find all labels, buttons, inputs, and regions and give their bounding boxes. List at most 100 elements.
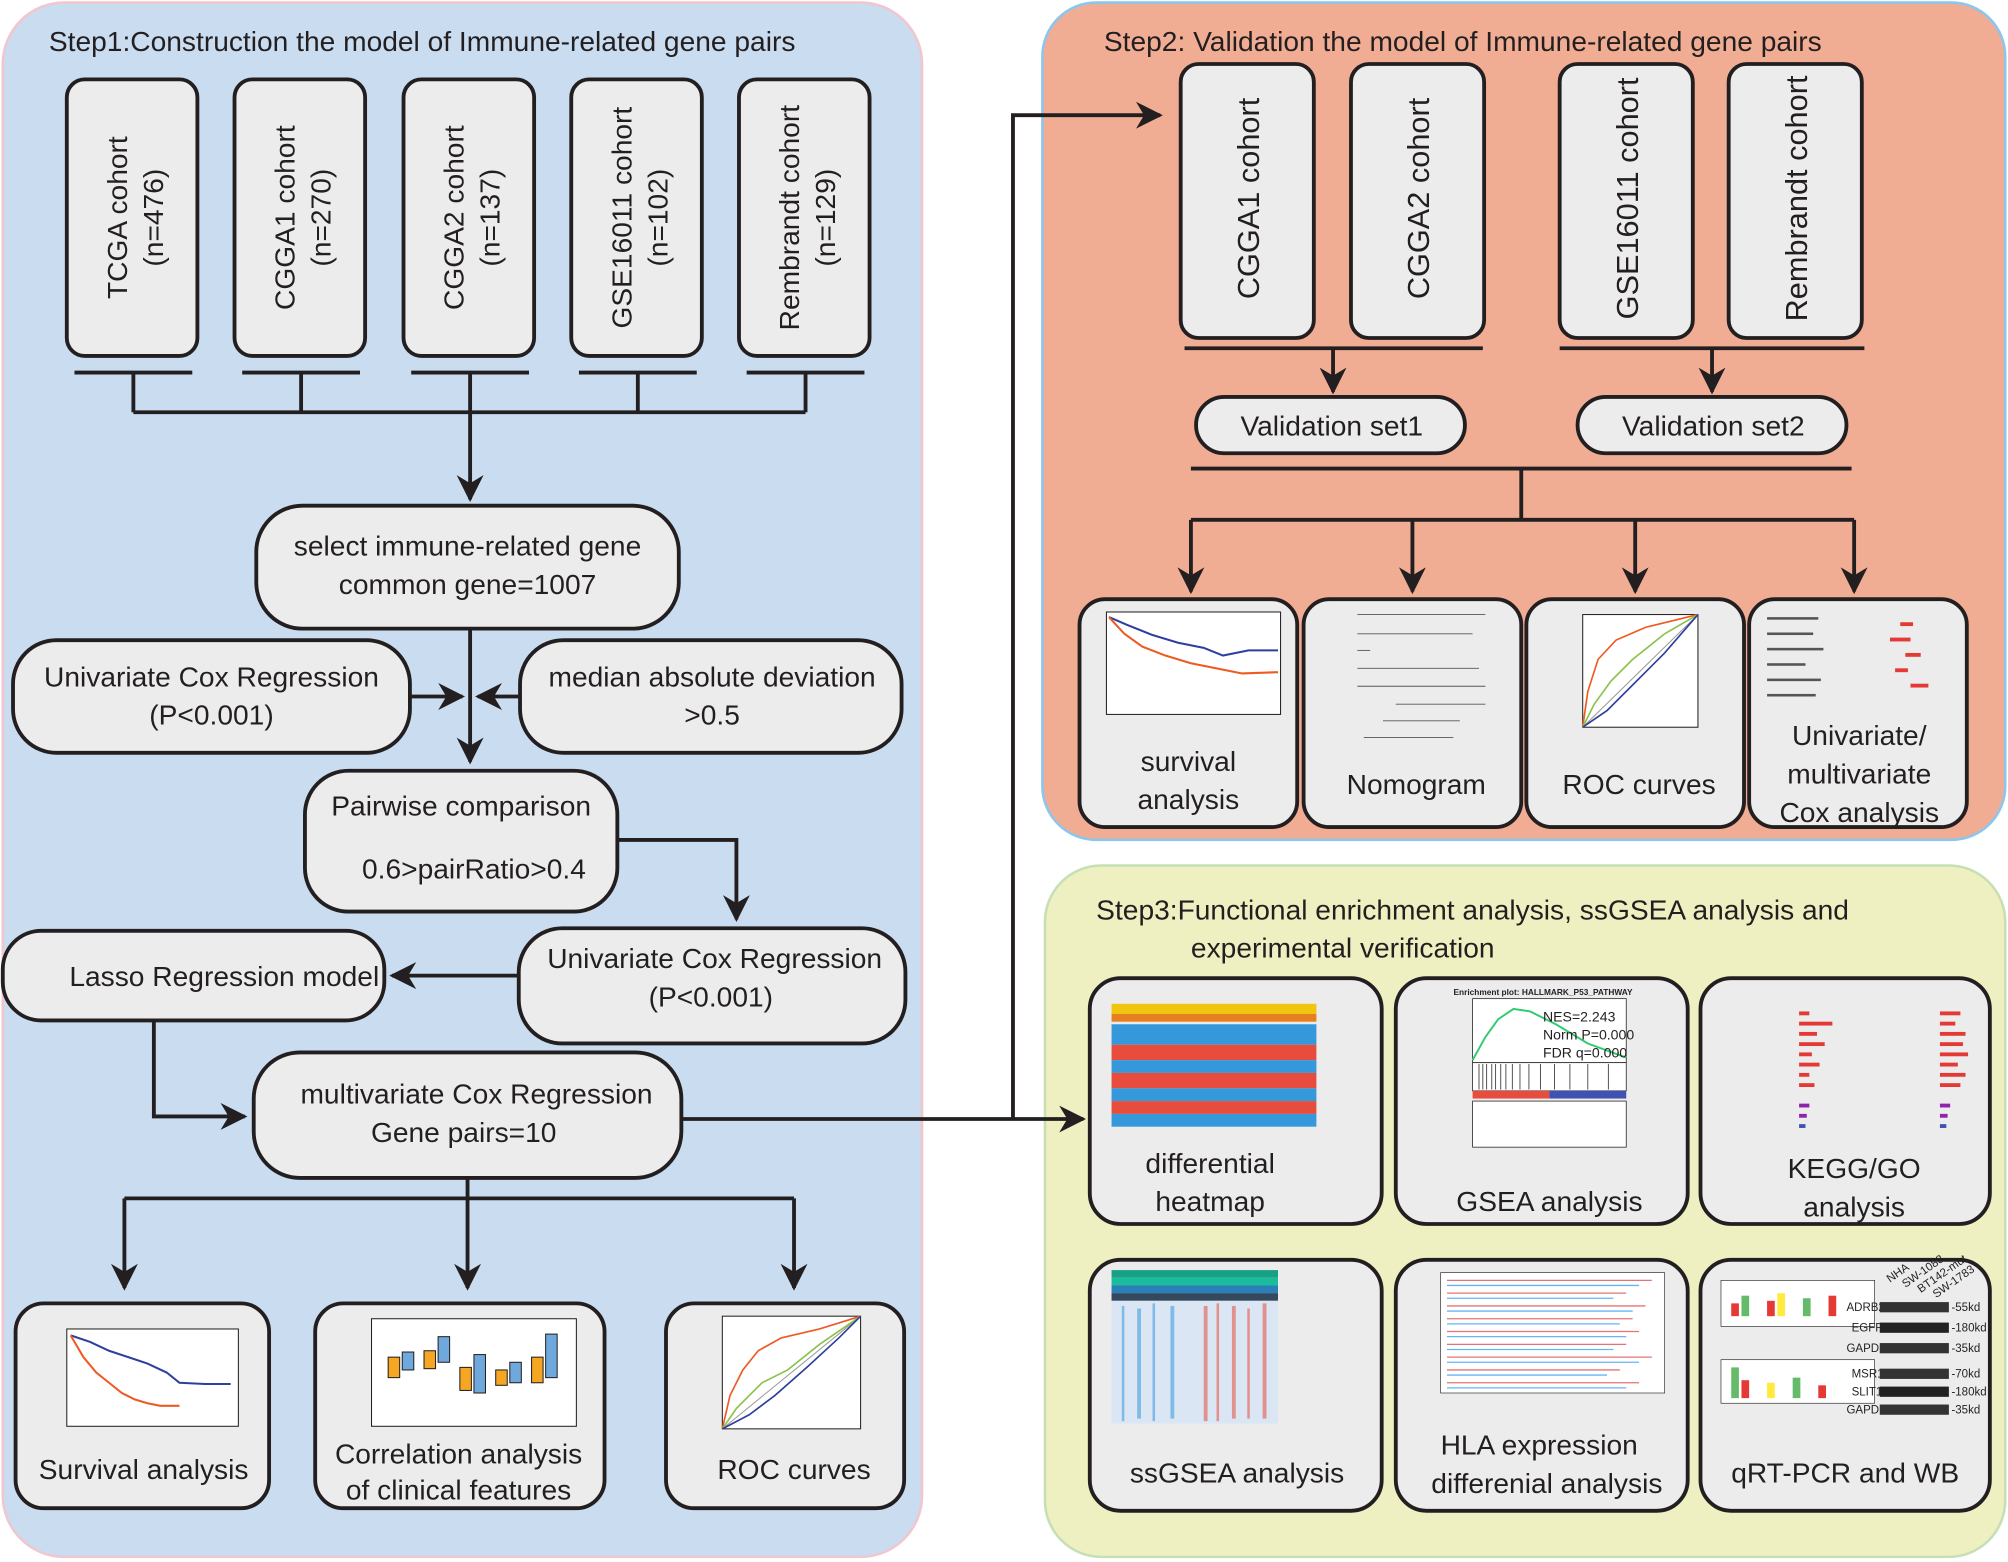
heatmap-line2: heatmap	[1155, 1186, 1265, 1217]
step3-panel: Step3:Functional enrichment analysis, ss…	[1043, 864, 2007, 1559]
gsea-fdr: FDR q=0.000	[1543, 1045, 1627, 1061]
step2-output-connectors	[1177, 466, 1868, 595]
cohort-size: (n=270)	[306, 169, 337, 267]
wb-protein-label: SLIT1	[1852, 1387, 1883, 1399]
gsea-plot-title: Enrichment plot: HALLMARK_P53_PATHWAY	[1453, 987, 1632, 997]
step1-cohort-gse16011: GSE16011 cohort (n=102)	[569, 77, 704, 358]
lasso-label: Lasso Regression model	[69, 961, 379, 992]
uni-cox-1-line1: Univariate Cox Regression	[44, 661, 379, 692]
step2-cox-line1: Univariate/	[1792, 720, 1927, 751]
step3-title-line2: experimental verification	[1191, 933, 1495, 964]
wb-protein-label: GAPDH	[1846, 1404, 1887, 1416]
step1-cohort-rembrandt: Rembrandt cohort (n=129)	[737, 77, 872, 358]
cohort-size: (n=102)	[642, 169, 673, 267]
cohort-name: CGGA1 cohort	[1231, 97, 1266, 299]
univariate-cox-box-1: Univariate Cox Regression (P<0.001)	[11, 638, 412, 755]
pairwise-line1: Pairwise comparison	[331, 791, 591, 822]
multicox-line1: multivariate Cox Regression	[300, 1079, 652, 1110]
cross-panel-arrows	[681, 101, 1163, 1133]
step3-qrt-panel: NHA SW-1088 BT142-mut SW-1783 ADRB2 -55k…	[1698, 1253, 1992, 1513]
pcr-bars	[1720, 1280, 1875, 1404]
step2-cohort-cgga2: CGGA2 cohort	[1349, 62, 1487, 340]
heatmap-line1: differential	[1145, 1148, 1274, 1179]
step2-survival-line2: analysis	[1138, 784, 1240, 815]
wb-size-label: -35kd	[1951, 1404, 1980, 1416]
uni-cox-1-line2: (P<0.001)	[149, 700, 273, 731]
step3-hla-panel: HLA expression differenial analysis	[1393, 1257, 1690, 1513]
cohort-size: (n=137)	[475, 169, 506, 267]
step1-filter-arrows	[409, 628, 521, 765]
cohort-size: (n=129)	[810, 169, 841, 267]
validation-set2-box: Validation set2	[1575, 394, 1849, 456]
qrt-label: qRT-PCR and WB	[1731, 1458, 1959, 1489]
wb-size-label: -180kd	[1951, 1387, 1986, 1399]
cohort-name: GSE16011 cohort	[1610, 77, 1645, 319]
wb-protein-label: EGFR	[1852, 1323, 1884, 1335]
step2-cohort-connectors	[1184, 346, 1865, 395]
cohort-name: GSE16011 cohort	[606, 107, 637, 329]
wb-protein-label: GAPDH	[1846, 1343, 1887, 1355]
step1-roc-label: ROC curves	[717, 1454, 870, 1485]
correlation-line2: of clinical features	[346, 1474, 571, 1505]
wb-bands: ADRB2 -55kd EGFR -180kd GAPDH -35kd MSR1…	[1846, 1302, 1986, 1416]
wb-protein-label: ADRB2	[1846, 1302, 1884, 1314]
cohort-size: (n=476)	[138, 169, 169, 267]
step3-heatmap-panel: differential heatmap	[1087, 976, 1384, 1226]
mad-line1: median absolute deviation	[549, 661, 876, 692]
step2-cohort-gse16011: GSE16011 cohort	[1557, 62, 1695, 340]
step2-cohort-rembrandt: Rembrandt cohort	[1726, 62, 1864, 340]
validation-set1-label: Validation set1	[1240, 410, 1423, 441]
pairwise-line2: 0.6>pairRatio>0.4	[362, 853, 586, 884]
pairwise-comparison-box: Pairwise comparison 0.6>pairRatio>0.4	[303, 768, 620, 914]
step3-ssgsea-panel: ssGSEA analysis	[1087, 1257, 1384, 1513]
mad-line2: >0.5	[684, 700, 740, 731]
step2-cox-line3: Cox analysis	[1779, 797, 1939, 828]
step1-cohort-connector	[74, 370, 865, 503]
wb-size-label: -55kd	[1951, 1302, 1980, 1314]
select-line2: common gene=1007	[339, 569, 597, 600]
kegg-line1: KEGG/GO	[1788, 1153, 1921, 1184]
multicox-line2: Gene pairs=10	[371, 1117, 557, 1148]
step1-cohort-cgga1: CGGA1 cohort (n=270)	[232, 77, 368, 358]
correlation-line1: Correlation analysis	[335, 1438, 582, 1469]
lasso-to-multicox-arrow	[151, 1020, 248, 1130]
select-line1: select immune-related gene	[294, 531, 641, 562]
step1-title: Step1:Construction the model of Immune-r…	[49, 26, 796, 57]
validation-set1-box: Validation set1	[1194, 394, 1467, 456]
kegg-line2: analysis	[1803, 1191, 1905, 1222]
step2-survival-line1: survival	[1141, 746, 1236, 777]
step2-nomogram-panel: Nomogram	[1301, 597, 1524, 830]
gsea-label: GSEA analysis	[1456, 1186, 1642, 1217]
cohort-name: Rembrandt cohort	[774, 105, 805, 331]
step1-correlation-panel: Correlation analysis of clinical feature…	[313, 1301, 607, 1511]
uni-cox-2-line1: Univariate Cox Regression	[547, 943, 882, 974]
step2-survival-panel: survival analysis	[1077, 597, 1300, 830]
step1-survival-panel: Survival analysis	[13, 1301, 272, 1511]
gsea-nes: NES=2.243	[1543, 1009, 1616, 1025]
step1-roc-panel: ROC curves	[664, 1301, 907, 1511]
hla-line2: differenial analysis	[1431, 1468, 1662, 1499]
hla-line1: HLA expression	[1441, 1429, 1638, 1460]
step2-cox-line2: multivariate	[1787, 759, 1931, 790]
step1-panel: Step1:Construction the model of Immune-r…	[0, 1, 924, 1559]
step2-panel: Step2: Validation the model of Immune-re…	[1041, 1, 2007, 842]
step3-title-line1: Step3:Functional enrichment analysis, ss…	[1096, 894, 1849, 925]
step1-cohort-tcga: TCGA cohort (n=476)	[64, 77, 200, 358]
cohort-name: CGGA1 cohort	[270, 125, 301, 310]
ssgsea-label: ssGSEA analysis	[1130, 1458, 1344, 1489]
lasso-regression-box: Lasso Regression model	[0, 928, 387, 1023]
step3-kegg-panel: KEGG/GO analysis	[1698, 976, 1992, 1226]
step1-cohort-cgga2: CGGA2 cohort (n=137)	[401, 77, 537, 358]
step2-roc-label: ROC curves	[1562, 769, 1715, 800]
multivariate-cox-box: multivariate Cox Regression Gene pairs=1…	[251, 1050, 684, 1180]
cohort-name: TCGA cohort	[102, 136, 133, 299]
cohort-name: CGGA2 cohort	[1401, 97, 1436, 299]
cohort-name: CGGA2 cohort	[439, 125, 470, 310]
step3-gsea-panel: Enrichment plot: HALLMARK_P53_PATHWAY NE…	[1393, 976, 1690, 1226]
univariate-cox-box-2: Univariate Cox Regression (P<0.001)	[516, 926, 908, 1046]
uni-cox-2-line2: (P<0.001)	[649, 981, 773, 1012]
pairwise-to-unicox-arrow	[617, 837, 750, 922]
step2-cohort-cgga1: CGGA1 cohort	[1178, 62, 1316, 340]
validation-set2-label: Validation set2	[1622, 410, 1805, 441]
